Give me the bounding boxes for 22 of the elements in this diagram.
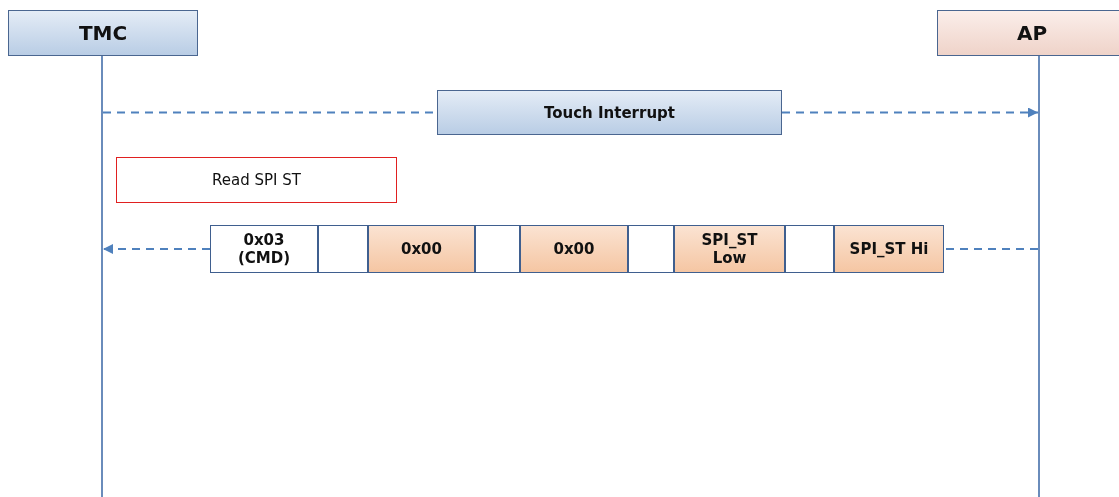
byte-field bbox=[368, 225, 475, 273]
byte-label: 0x00 bbox=[553, 240, 595, 258]
note-box bbox=[116, 157, 397, 203]
byte-label: 0x03 (CMD) bbox=[236, 231, 292, 267]
byte-gap bbox=[318, 225, 368, 273]
byte-field bbox=[520, 225, 628, 273]
message-label: Touch Interrupt bbox=[544, 103, 675, 122]
byte-field bbox=[674, 225, 785, 273]
byte-label: 0x00 bbox=[401, 240, 442, 258]
byte-gap bbox=[785, 225, 834, 273]
byte-label: SPI_ST Low bbox=[700, 231, 759, 267]
byte-gap bbox=[475, 225, 520, 273]
note-text: Read SPI ST bbox=[212, 171, 301, 189]
message-arrow bbox=[781, 107, 1039, 118]
byte-field bbox=[210, 225, 318, 273]
byte-field bbox=[834, 225, 944, 273]
message-box bbox=[437, 90, 782, 135]
participant-name: AP bbox=[1016, 21, 1048, 45]
byte-label: SPI_ST Hi bbox=[849, 240, 929, 258]
message-arrow bbox=[102, 244, 211, 254]
byte-gap bbox=[628, 225, 674, 273]
participant-name: TMC bbox=[78, 21, 128, 45]
